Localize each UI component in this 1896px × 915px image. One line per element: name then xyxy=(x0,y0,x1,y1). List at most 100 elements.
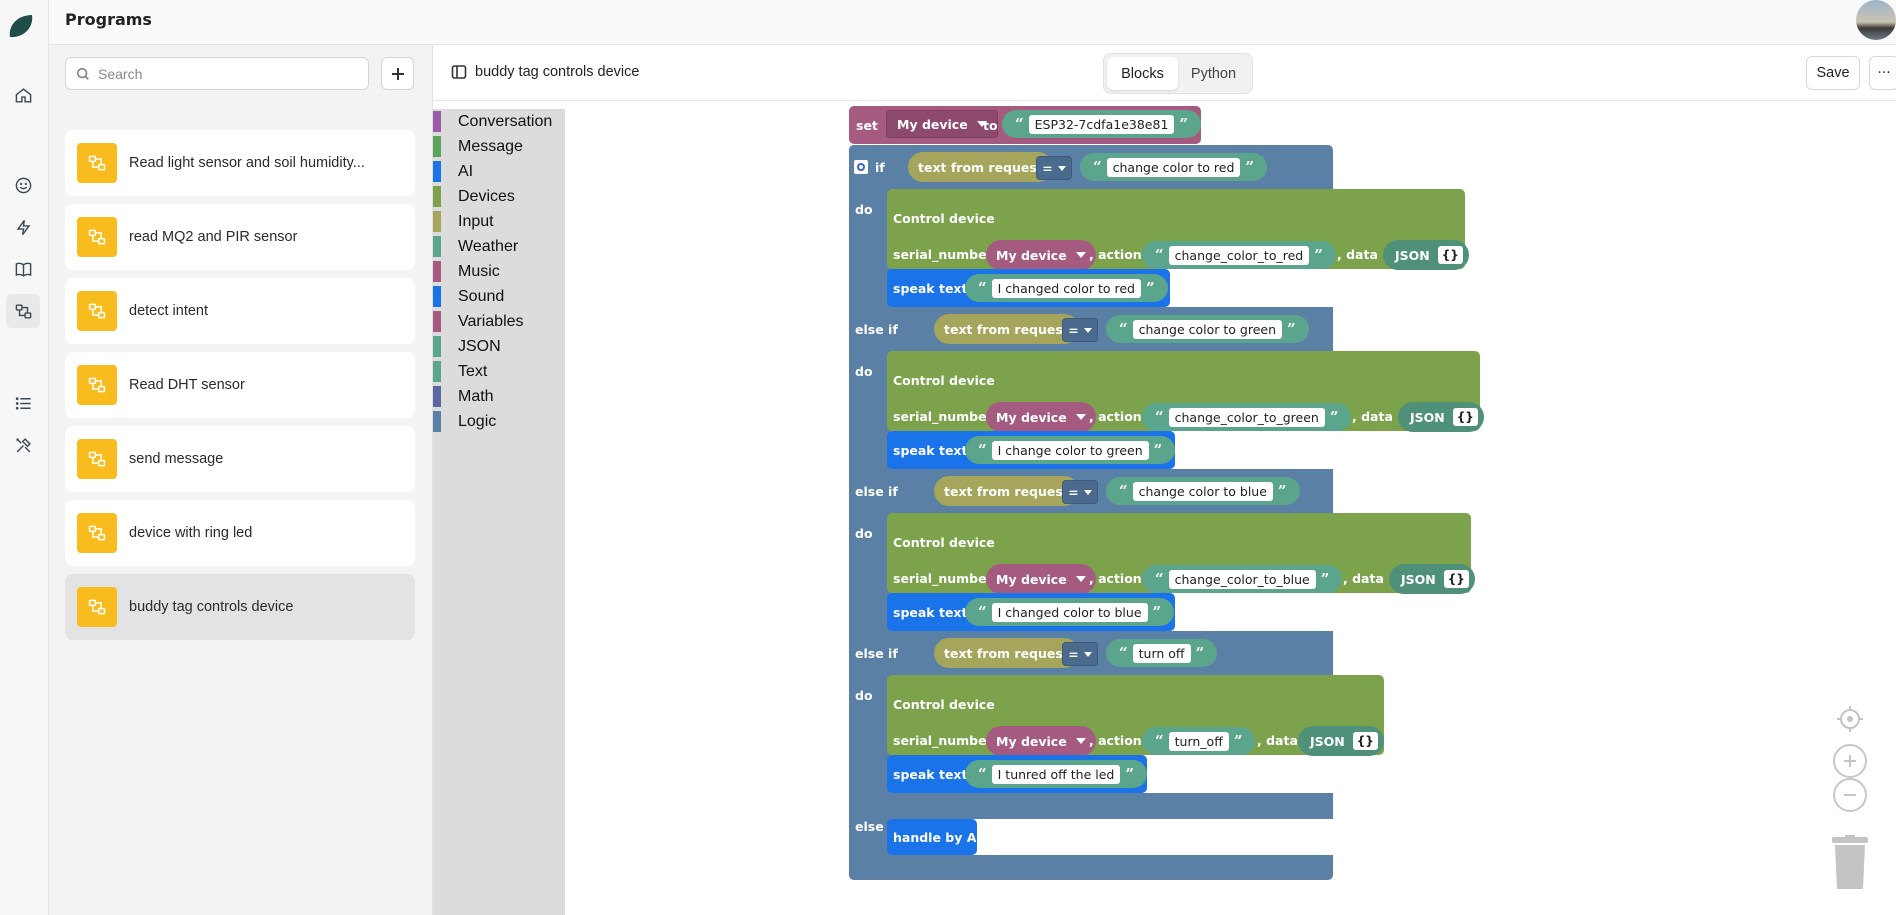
list-icon[interactable] xyxy=(6,386,40,420)
device-variable-pill[interactable]: My device xyxy=(986,240,1096,270)
category-label: Weather xyxy=(458,237,519,255)
action-value[interactable]: change_color_to_blue xyxy=(1168,569,1316,589)
device-variable-pill[interactable]: My device xyxy=(986,402,1096,432)
json-value[interactable]: {} xyxy=(1437,246,1463,264)
tab-python[interactable]: Python xyxy=(1190,65,1237,82)
category-label: Sound xyxy=(458,287,505,305)
toolbox-category[interactable]: Conversation xyxy=(433,109,565,134)
toolbox-category[interactable]: Devices xyxy=(433,184,565,209)
search-input[interactable] xyxy=(98,65,358,82)
program-item[interactable]: Read light sensor and soil humidity... xyxy=(65,130,415,196)
toolbox-category[interactable]: Variables xyxy=(433,309,565,334)
speech-string[interactable]: “I changed color to red” xyxy=(965,274,1168,302)
condition-string[interactable]: “change color to green” xyxy=(1106,315,1309,343)
speech-value[interactable]: I changed color to blue xyxy=(991,602,1148,622)
action-string[interactable]: “change_color_to_red” xyxy=(1142,241,1336,269)
json-value[interactable]: {} xyxy=(1352,732,1378,750)
save-button[interactable]: Save xyxy=(1806,56,1860,90)
action-string[interactable]: “change_color_to_blue” xyxy=(1142,565,1343,593)
zoom-in-icon[interactable] xyxy=(1833,744,1867,778)
device-id-value[interactable]: ESP32-7cdfa1e38e81 xyxy=(1028,114,1175,134)
sidebar-toggle-icon[interactable] xyxy=(451,64,467,80)
text-from-request-pill[interactable]: text from request xyxy=(934,314,1079,344)
speech-value[interactable]: I changed color to red xyxy=(991,278,1141,298)
programs-icon[interactable] xyxy=(6,294,40,328)
category-label: AI xyxy=(458,162,474,180)
program-item-selected[interactable]: buddy tag controls device xyxy=(65,574,415,640)
action-string[interactable]: “turn_off” xyxy=(1142,727,1256,755)
program-item[interactable]: Read DHT sensor xyxy=(65,352,415,418)
condition-value[interactable]: turn off xyxy=(1132,643,1191,663)
bolt-icon[interactable] xyxy=(6,210,40,244)
handle-by-ai-block[interactable] xyxy=(887,819,977,855)
program-item[interactable]: send message xyxy=(65,426,415,492)
program-item[interactable]: read MQ2 and PIR sensor xyxy=(65,204,415,270)
editor-toolbar: buddy tag controls device Blocks Python … xyxy=(433,45,1896,101)
data-label: , data xyxy=(1337,247,1378,262)
zoom-out-icon[interactable] xyxy=(1833,778,1867,812)
device-variable-pill[interactable]: My device xyxy=(986,726,1096,756)
json-block[interactable]: JSON{} xyxy=(1383,240,1469,270)
tab-blocks[interactable]: Blocks xyxy=(1107,57,1178,90)
compare-operator-dropdown[interactable]: = xyxy=(1062,480,1098,504)
category-swatch xyxy=(433,236,441,257)
action-value[interactable]: change_color_to_green xyxy=(1168,407,1325,427)
device-variable-pill[interactable]: My device xyxy=(986,564,1096,594)
speech-string[interactable]: “I tunred off the led” xyxy=(965,760,1147,788)
toolbox-category[interactable]: Text xyxy=(433,359,565,384)
json-value[interactable]: {} xyxy=(1443,570,1469,588)
compare-operator-dropdown[interactable]: = xyxy=(1036,156,1072,180)
condition-string[interactable]: “change color to red” xyxy=(1080,153,1268,181)
program-item[interactable]: device with ring led xyxy=(65,500,415,566)
json-block[interactable]: JSON{} xyxy=(1389,564,1475,594)
device-id-string[interactable]: “ESP32-7cdfa1e38e81” xyxy=(1002,110,1202,138)
more-options-button[interactable]: ··· xyxy=(1869,56,1896,90)
trash-icon[interactable] xyxy=(1830,835,1870,891)
search-box[interactable] xyxy=(65,57,369,90)
avatar[interactable] xyxy=(1856,0,1896,40)
toolbox-category[interactable]: Message xyxy=(433,134,565,159)
condition-value[interactable]: change color to red xyxy=(1106,157,1241,177)
text-from-request-pill[interactable]: text from request xyxy=(934,476,1079,506)
json-block[interactable]: JSON{} xyxy=(1398,402,1484,432)
action-value[interactable]: change_color_to_red xyxy=(1168,245,1310,265)
action-label: , action xyxy=(1089,733,1142,748)
condition-string[interactable]: “turn off” xyxy=(1106,639,1218,667)
toolbox-category[interactable]: Weather xyxy=(433,234,565,259)
text-from-request-pill[interactable]: text from request xyxy=(908,152,1053,182)
compare-operator-dropdown[interactable]: = xyxy=(1062,642,1098,666)
condition-string[interactable]: “change color to blue” xyxy=(1106,477,1300,505)
speech-string[interactable]: “I change color to green” xyxy=(965,436,1176,464)
program-item[interactable]: detect intent xyxy=(65,278,415,344)
category-swatch xyxy=(433,211,441,232)
program-label: detect intent xyxy=(129,303,208,319)
category-label: Variables xyxy=(458,312,524,330)
json-block[interactable]: JSON{} xyxy=(1298,726,1384,756)
condition-value[interactable]: change color to green xyxy=(1132,319,1282,339)
json-value[interactable]: {} xyxy=(1452,408,1478,426)
book-icon[interactable] xyxy=(6,252,40,286)
speech-value[interactable]: I change color to green xyxy=(991,440,1149,460)
speech-value[interactable]: I tunred off the led xyxy=(991,764,1121,784)
action-string[interactable]: “change_color_to_green” xyxy=(1142,403,1352,431)
toolbox-category[interactable]: Music xyxy=(433,259,565,284)
app-logo-icon[interactable] xyxy=(6,11,36,41)
home-icon[interactable] xyxy=(6,78,40,112)
speech-string[interactable]: “I changed color to blue” xyxy=(965,598,1175,626)
text-from-request-pill[interactable]: text from request xyxy=(934,638,1079,668)
smiley-icon[interactable] xyxy=(6,168,40,202)
mutator-gear-icon[interactable] xyxy=(854,160,868,174)
toolbox-category[interactable]: Math xyxy=(433,384,565,409)
variable-dropdown[interactable]: My device xyxy=(886,110,998,138)
add-program-button[interactable] xyxy=(381,57,414,90)
recenter-icon[interactable] xyxy=(1833,702,1867,736)
action-value[interactable]: turn_off xyxy=(1168,731,1229,751)
toolbox-category[interactable]: JSON xyxy=(433,334,565,359)
toolbox-category[interactable]: AI xyxy=(433,159,565,184)
tools-icon[interactable] xyxy=(6,428,40,462)
toolbox-category[interactable]: Input xyxy=(433,209,565,234)
compare-operator-dropdown[interactable]: = xyxy=(1062,318,1098,342)
toolbox-category[interactable]: Sound xyxy=(433,284,565,309)
condition-value[interactable]: change color to blue xyxy=(1132,481,1273,501)
toolbox-category[interactable]: Logic xyxy=(433,409,565,434)
